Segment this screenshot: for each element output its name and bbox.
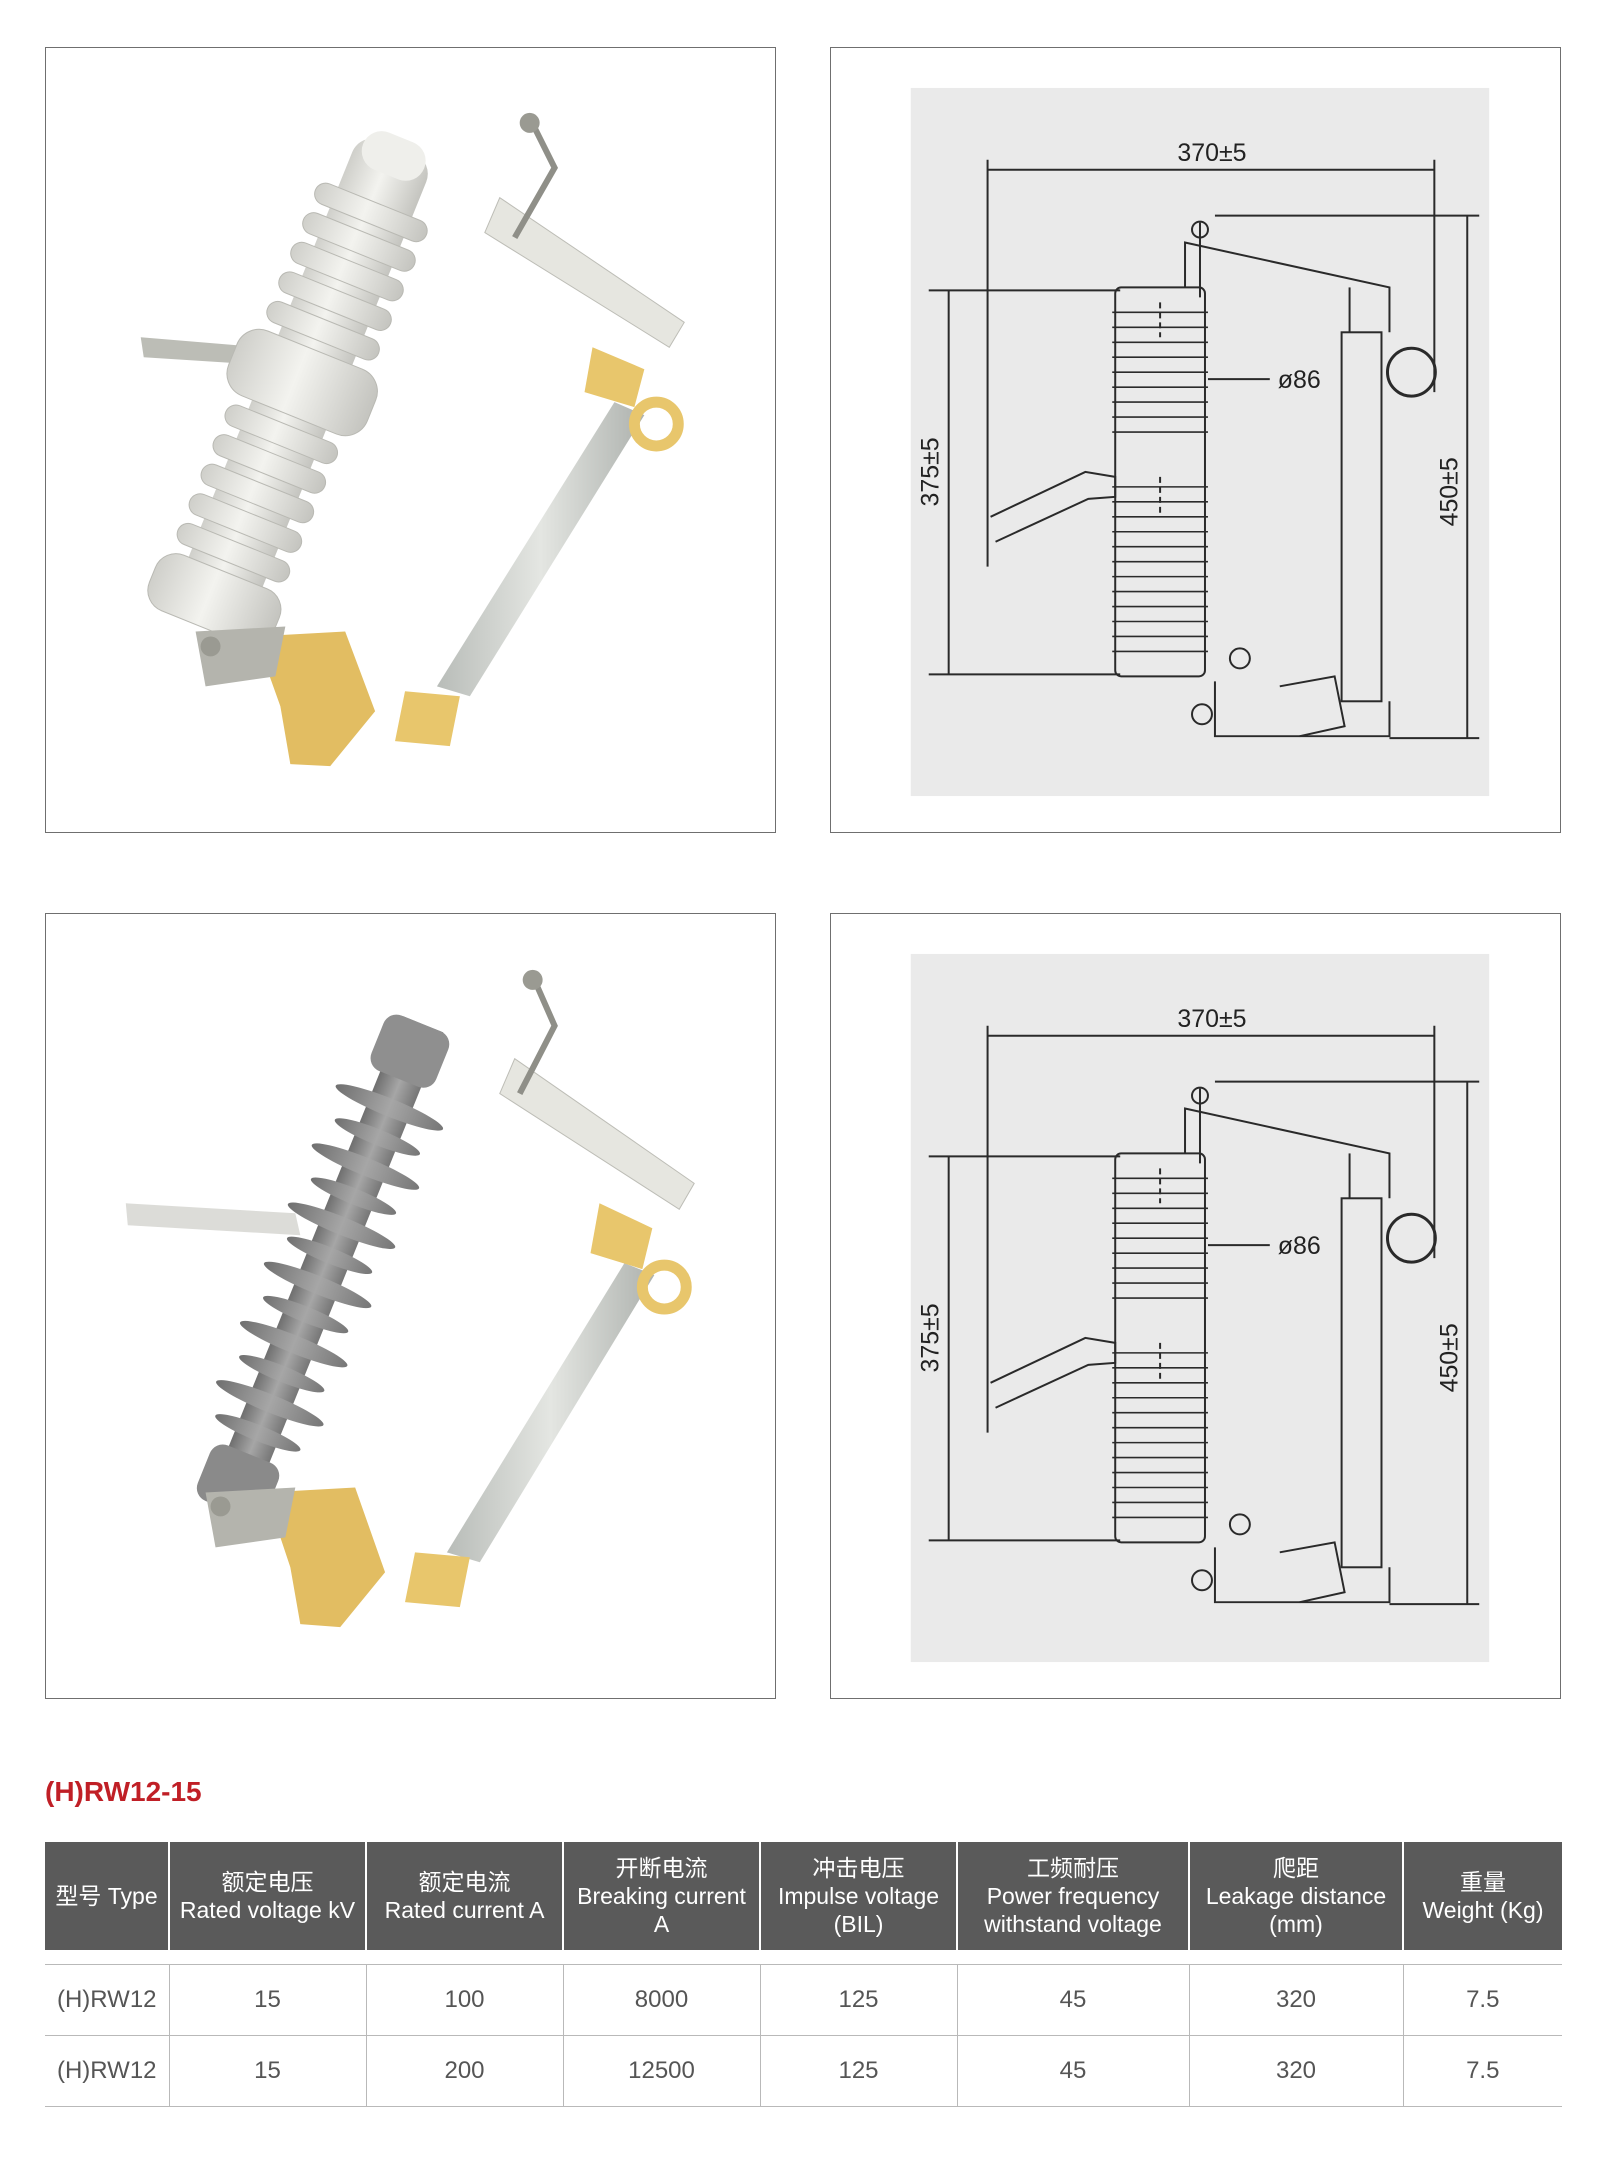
cell-type: (H)RW12 (45, 1963, 169, 2036)
total-height-dimension-label: 450±5 (1435, 457, 1463, 526)
porcelain-insulator (147, 131, 428, 647)
cell-leakage-distance: 320 (1188, 2035, 1403, 2107)
dimension-drawing: 370±5 ø86 375±5 450±5 (910, 953, 1490, 1663)
cell-type: (H)RW12 (45, 2035, 169, 2107)
cell-weight: 7.5 (1402, 2035, 1562, 2107)
top-contact-hood (499, 1057, 695, 1210)
header-type: 型号 Type (45, 1842, 169, 1950)
porcelain-cutout-drawing: 370±5 ø86 375±5 450±5 (830, 47, 1561, 833)
dimension-drawing: 370±5 ø86 375±5 450±5 (910, 87, 1490, 797)
pull-ring (628, 396, 684, 452)
insulator-height-dimension-label: 375±5 (917, 437, 945, 506)
cell-rated-current: 200 (365, 2035, 563, 2107)
porcelain-cutout-photo (45, 47, 776, 833)
cell-impulse-voltage: 125 (759, 1963, 957, 2036)
lower-brass-fitting (255, 631, 376, 767)
fuse-tube (446, 1263, 655, 1563)
top-terminal (512, 116, 558, 240)
polymer-cutout-photo (45, 913, 776, 1699)
polymer-cutout-drawing: 370±5 ø86 375±5 450±5 (830, 913, 1561, 1699)
porcelain-cutout-illustration (140, 112, 685, 767)
polymer-cutout-illustration (125, 969, 695, 1628)
table-row: (H)RW12 15 200 12500 125 45 320 7.5 (45, 2035, 1562, 2107)
cell-rated-voltage: 15 (168, 2035, 366, 2107)
polymer-insulator (196, 1014, 450, 1520)
cell-power-frequency: 45 (956, 1963, 1189, 2036)
width-dimension-label: 370±5 (1177, 139, 1246, 167)
mounting-bracket (125, 1203, 301, 1236)
width-dimension-label: 370±5 (1177, 1005, 1246, 1033)
table-row: (H)RW12 15 100 8000 125 45 320 7.5 (45, 1963, 1562, 2036)
cell-rated-current: 100 (365, 1963, 563, 2036)
model-title: (H)RW12-15 (45, 1776, 202, 1807)
cell-rated-voltage: 15 (168, 1963, 366, 2036)
top-contact-hood (484, 196, 685, 348)
upper-brass-fitting (584, 347, 645, 408)
insulator-height-dimension-label: 375±5 (917, 1303, 945, 1372)
diameter-dimension-label: ø86 (1278, 366, 1321, 394)
cell-weight: 7.5 (1402, 1963, 1562, 2036)
lower-brass-fitting (265, 1487, 386, 1628)
top-terminal (517, 974, 558, 1095)
pull-ring (636, 1259, 692, 1315)
cell-leakage-distance: 320 (1188, 1963, 1403, 2036)
cell-breaking-current: 8000 (562, 1963, 760, 2036)
cell-power-frequency: 45 (956, 2035, 1189, 2107)
total-height-dimension-label: 450±5 (1435, 1323, 1463, 1392)
cell-breaking-current: 12500 (562, 2035, 760, 2107)
cell-impulse-voltage: 125 (759, 2035, 957, 2107)
upper-brass-fitting (590, 1203, 653, 1270)
diameter-dimension-label: ø86 (1278, 1232, 1321, 1260)
fuse-tube (436, 402, 645, 697)
